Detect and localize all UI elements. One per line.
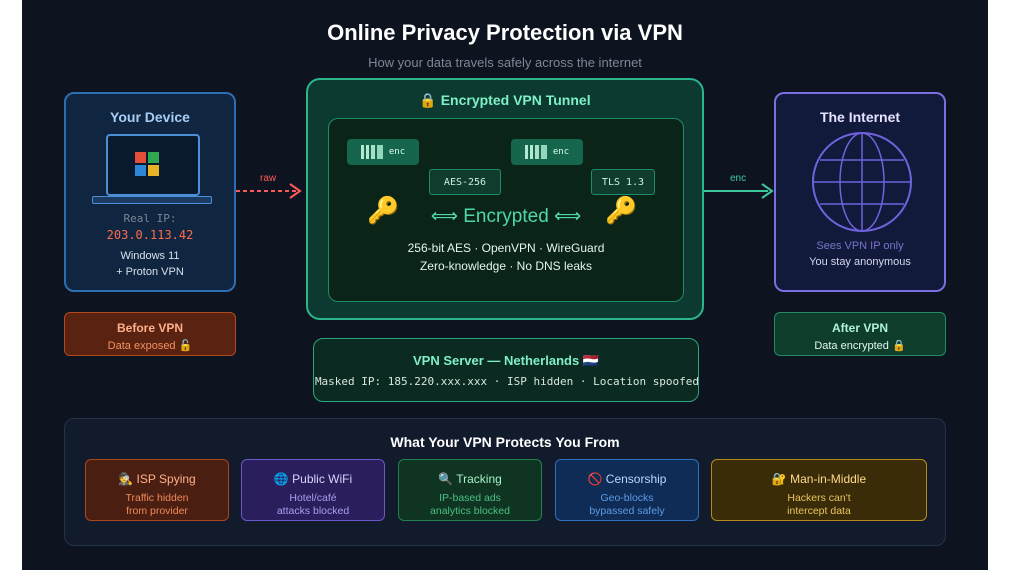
- after-vpn-badge: After VPN Data encrypted 🔒: [774, 312, 946, 356]
- raw-label: raw: [260, 173, 277, 184]
- enc-label: enc: [730, 173, 747, 184]
- tunnel-protocols: 256-bit AES · OpenVPN · WireGuard: [407, 241, 605, 255]
- vpn-server-panel: VPN Server — Netherlands 🇳🇱 Masked IP: 1…: [313, 338, 699, 402]
- protection-card-line: IP-based ads: [439, 492, 501, 504]
- after-vpn-title: After VPN: [831, 321, 888, 335]
- device-os: Windows 11: [120, 250, 180, 262]
- protection-card-title: 🕵 ISP Spying: [118, 472, 196, 486]
- protection-card-line: Geo-blocks: [600, 492, 654, 504]
- chip-right-label: enc: [552, 147, 570, 157]
- enc-arrow-head: [761, 183, 774, 199]
- device-vpn-client: + Proton VPN: [116, 266, 184, 278]
- aes-tag: AES-256: [429, 169, 501, 195]
- protections-panel: What Your VPN Protects You From 🕵 ISP Sp…: [64, 418, 946, 546]
- encrypted-packet-chip-right: enc: [511, 139, 583, 165]
- diagram-title: Online Privacy Protection via VPN: [327, 20, 683, 45]
- after-vpn-status: Data encrypted 🔒: [814, 340, 906, 352]
- protection-card-line: intercept data: [787, 505, 851, 517]
- internet-sees-vpn-ip: Sees VPN IP only: [816, 240, 904, 252]
- windows-logo-icon: [135, 152, 159, 176]
- protections-heading: What Your VPN Protects You From: [390, 434, 620, 450]
- protection-card-line: from provider: [126, 505, 188, 517]
- protection-card-line: Hackers can't: [787, 492, 851, 504]
- vpn-server-details: Masked IP: 185.220.xxx.xxx · ISP hidden …: [314, 375, 700, 388]
- chip-left-label: enc: [388, 147, 406, 157]
- device-title: Your Device: [110, 109, 190, 125]
- laptop-base: [92, 196, 212, 204]
- protection-card-public-wifi: 🌐 Public WiFi Hotel/café attacks blocked: [241, 459, 385, 521]
- protection-card-line: Traffic hidden: [125, 492, 189, 504]
- protection-card-tracking: 🔍 Tracking IP-based ads analytics blocke…: [398, 459, 542, 521]
- before-vpn-title: Before VPN: [116, 321, 184, 335]
- encrypted-status: ⟺ Encrypted ⟺: [430, 206, 582, 227]
- diagram-canvas: Online Privacy Protection via VPN How yo…: [22, 0, 988, 570]
- real-ip-label: Real IP:: [123, 212, 177, 225]
- internet-anonymous: You stay anonymous: [809, 256, 911, 268]
- encrypted-packet-chip-left: enc: [347, 139, 419, 165]
- windows-logo-green: [148, 152, 159, 163]
- windows-logo-red: [135, 152, 146, 163]
- raw-arrow-head: [289, 183, 302, 199]
- protection-card-line: bypassed safely: [589, 505, 665, 517]
- protection-card-line: attacks blocked: [276, 505, 350, 517]
- tunnel-title: 🔒 Encrypted VPN Tunnel: [419, 92, 591, 108]
- protection-card-line: Hotel/café: [289, 492, 337, 504]
- flow-arrows: [236, 183, 774, 199]
- internet-panel: The Internet Sees VPN IP only You stay a…: [774, 92, 946, 292]
- protection-card-line: analytics blocked: [430, 505, 510, 517]
- tls-tag: TLS 1.3: [591, 169, 655, 195]
- tunnel-guarantees: Zero-knowledge · No DNS leaks: [419, 259, 593, 273]
- vpn-server-title: VPN Server — Netherlands 🇳🇱: [413, 353, 599, 368]
- diagram-subtitle: How your data travels safely across the …: [368, 55, 642, 70]
- windows-logo-blue: [135, 165, 146, 176]
- protection-card-title: 🚫 Censorship: [587, 472, 667, 486]
- protection-card-isp-spying: 🕵 ISP Spying Traffic hidden from provide…: [85, 459, 229, 521]
- internet-title: The Internet: [819, 109, 901, 125]
- protection-card-title: 🌐 Public WiFi: [273, 472, 353, 486]
- before-vpn-badge: Before VPN Data exposed 🔓: [64, 312, 236, 356]
- protection-card-title: 🔐 Man-in-Middle: [771, 472, 867, 486]
- tunnel-inner-panel: enc enc AES-256 TLS 1.3 🔑 🔑 ⟺ Encrypted …: [328, 118, 684, 302]
- key-icon: 🔑: [605, 195, 638, 225]
- globe-icon: [812, 132, 912, 232]
- protection-card-censorship: 🚫 Censorship Geo-blocks bypassed safely: [555, 459, 699, 521]
- before-vpn-status: Data exposed 🔓: [107, 340, 193, 352]
- device-panel: Your Device Real IP: 203.0.113.42 Window…: [64, 92, 236, 292]
- protection-card-title: 🔍 Tracking: [438, 472, 502, 486]
- real-ip-value: 203.0.113.42: [106, 228, 194, 242]
- packet-icon: [360, 145, 383, 159]
- key-icon: 🔑: [367, 195, 400, 225]
- laptop-icon: [106, 134, 200, 196]
- protection-card-man-in-middle: 🔐 Man-in-Middle Hackers can't intercept …: [711, 459, 927, 521]
- windows-logo-yellow: [148, 165, 159, 176]
- vpn-tunnel-panel: 🔒 Encrypted VPN Tunnel enc enc AES-256 T…: [306, 78, 704, 320]
- packet-icon: [524, 145, 547, 159]
